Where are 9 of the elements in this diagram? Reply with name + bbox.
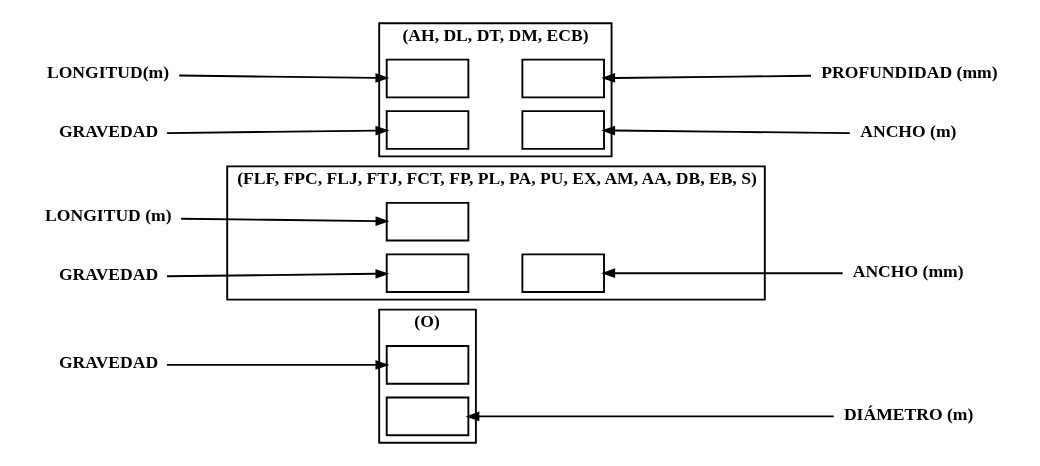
node-text: ANCHO (mm) <box>852 260 964 281</box>
node-text: GRAVEDAD <box>58 264 158 285</box>
node-text: GRAVEDAD <box>58 121 158 142</box>
node-text: GRAVEDAD <box>58 352 158 373</box>
node-text: DIÁMETRO (m) <box>843 403 973 424</box>
node-text: PROFUNDIDAD (mm) <box>820 62 998 83</box>
node-text: LONGITUD (m) <box>44 205 172 226</box>
node-text: ANCHO (m) <box>859 121 956 142</box>
node-text: LONGITUD(m) <box>46 62 169 83</box>
